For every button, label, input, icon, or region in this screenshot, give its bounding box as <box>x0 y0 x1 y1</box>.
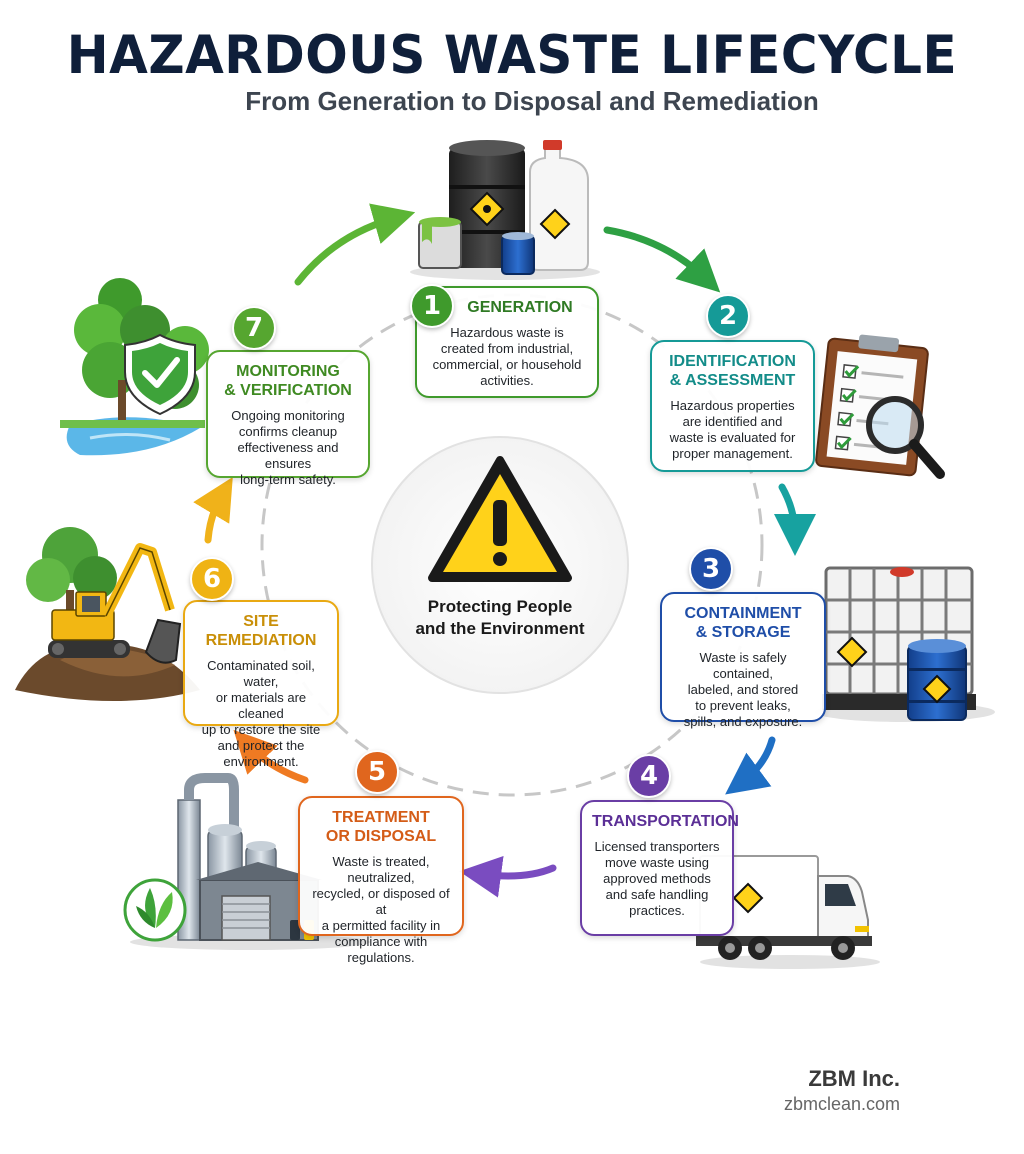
warning-icon <box>428 456 572 582</box>
stage-title: SITE REMEDIATION <box>205 613 317 649</box>
stage-card-transportation: TRANSPORTATION Licensed transporters mov… <box>580 800 739 936</box>
stage-badge-3: 3 <box>689 547 733 591</box>
arrow-1-to-2 <box>603 226 721 293</box>
company-name: ZBM Inc. <box>808 1066 900 1091</box>
stage-description: Licensed transporters move waste using a… <box>594 839 720 918</box>
center-message: Protecting People and the Environment <box>415 597 585 638</box>
shield-check-icon <box>60 278 209 456</box>
stage-card-remediation: SITE REMEDIATION Contaminated soil, wate… <box>183 600 339 769</box>
stage-title: TREATMENT OR DISPOSAL <box>325 809 437 845</box>
stage-card-monitoring: MONITORING & VERIFICATION Ongoing monito… <box>206 350 370 487</box>
stage-badge-6: 6 <box>190 557 234 601</box>
stage-description: Ongoing monitoring confirms cleanup effe… <box>231 408 345 487</box>
storage-tank-icon <box>815 566 995 722</box>
stage-title: MONITORING & VERIFICATION <box>224 363 352 399</box>
brand-block: ZBM Inc. zbmclean.com <box>784 1066 900 1115</box>
stage-badge-2: 2 <box>706 294 750 338</box>
stage-description: Waste is safely contained, labeled, and … <box>683 650 803 729</box>
stage-badge-4: 4 <box>627 754 671 798</box>
stage-card-containment: CONTAINMENT & STORAGE Waste is safely co… <box>660 592 826 729</box>
stage-badge-1: 1 <box>410 284 454 328</box>
stage-description: Contaminated soil, water, or materials a… <box>201 658 321 769</box>
stage-card-identification: IDENTIFICATION & ASSESSMENT Hazardous pr… <box>650 340 815 472</box>
stage-badge-7: 7 <box>232 306 276 350</box>
stage-card-treatment: TREATMENT OR DISPOSAL Waste is treated, … <box>298 796 464 965</box>
stage-title: TRANSPORTATION <box>592 813 739 830</box>
arrow-2-to-3 <box>773 483 816 556</box>
company-website: zbmclean.com <box>783 1094 900 1114</box>
stage-title: IDENTIFICATION & ASSESSMENT <box>669 353 796 389</box>
stage-description: Hazardous waste is created from industri… <box>432 325 582 388</box>
arrow-6-to-7 <box>193 476 233 544</box>
excavator-icon <box>15 527 200 701</box>
stage-title: CONTAINMENT & STORAGE <box>684 605 802 641</box>
page-subtitle: From Generation to Disposal and Remediat… <box>245 86 819 116</box>
arrow-4-to-5 <box>459 855 557 898</box>
stage-description: Hazardous properties are identified and … <box>669 398 796 461</box>
arrow-5-to-6 <box>233 729 309 784</box>
page-title: HAZARDOUS WASTE LIFECYCLE <box>66 24 958 86</box>
arrow-3-to-4 <box>725 736 776 795</box>
stage-badge-5: 5 <box>355 750 399 794</box>
stage-description: Waste is treated, neutralized, recycled,… <box>312 854 450 965</box>
arrow-7-to-1 <box>294 203 416 286</box>
clipboard-magnifier-icon <box>815 334 945 479</box>
stage-title: GENERATION <box>467 299 573 316</box>
waste-containers-icon <box>410 140 600 280</box>
